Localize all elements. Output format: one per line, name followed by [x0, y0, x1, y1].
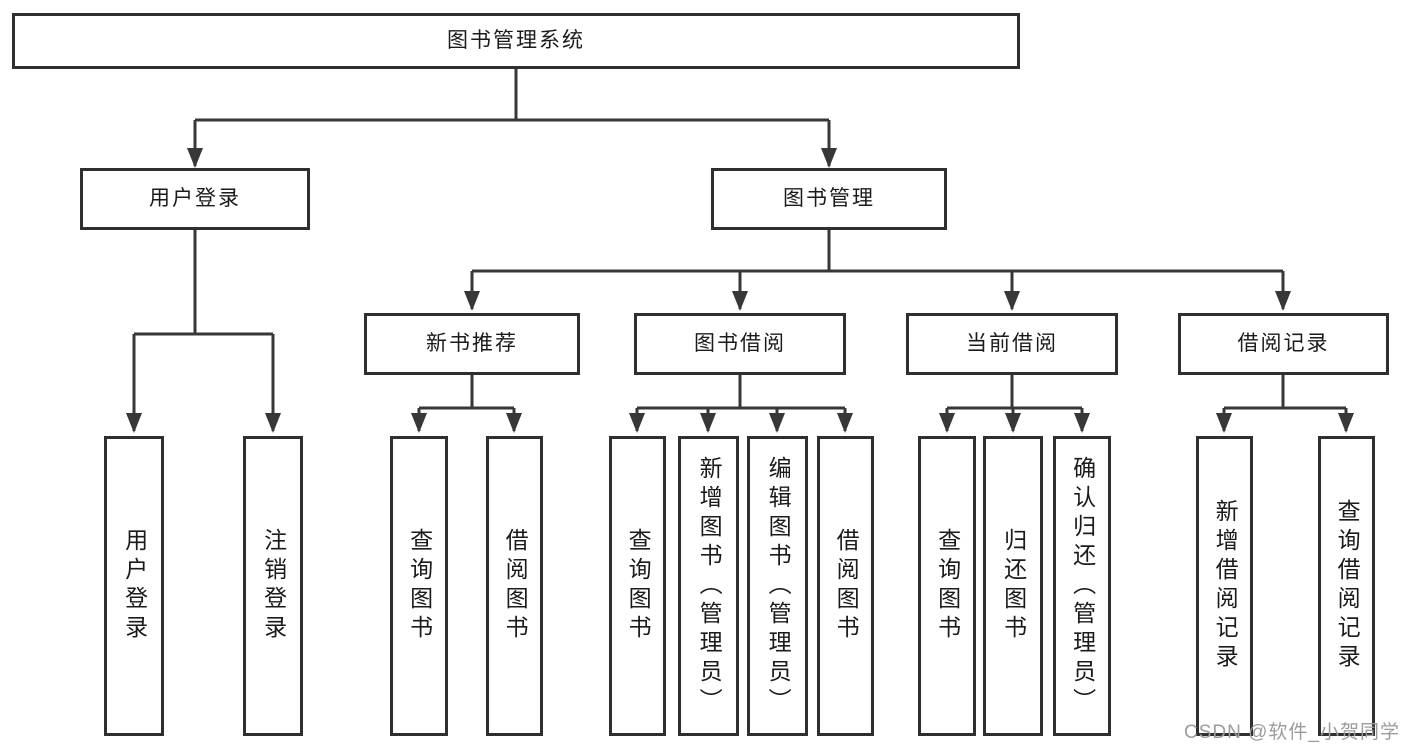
node-leaf-query-borrow-record: 查询借阅记录	[1318, 436, 1375, 736]
node-leaf-recommend-borrow-books: 借阅图书	[486, 436, 543, 736]
node-leaf-logout: 注销登录	[243, 436, 303, 736]
node-book-management: 图书管理	[711, 168, 947, 230]
node-leaf-add-borrow-record: 新增借阅记录	[1196, 436, 1253, 736]
node-leaf-borrow-query-books: 查询图书	[609, 436, 666, 736]
node-new-book-recommendation: 新书推荐	[364, 313, 580, 375]
csdn-watermark: CSDN @软件_小贺同学	[1184, 722, 1400, 743]
node-leaf-recommend-query-books: 查询图书	[390, 436, 448, 736]
node-current-borrowing: 当前借阅	[906, 313, 1118, 375]
node-borrowing-records: 借阅记录	[1178, 313, 1389, 375]
node-leaf-edit-books-admin: 编辑图书（管理员）	[747, 436, 808, 736]
node-leaf-user-login: 用户登录	[104, 436, 164, 736]
node-book-borrowing: 图书借阅	[634, 313, 846, 375]
node-root: 图书管理系统	[12, 13, 1020, 69]
node-leaf-return-books: 归还图书	[983, 436, 1043, 736]
node-leaf-confirm-return-admin: 确认归还（管理员）	[1053, 436, 1111, 736]
node-user-login: 用户登录	[80, 168, 310, 230]
node-leaf-borrow-books: 借阅图书	[817, 436, 874, 736]
node-leaf-current-query-books: 查询图书	[918, 436, 976, 736]
node-leaf-add-books-admin: 新增图书（管理员）	[678, 436, 739, 736]
